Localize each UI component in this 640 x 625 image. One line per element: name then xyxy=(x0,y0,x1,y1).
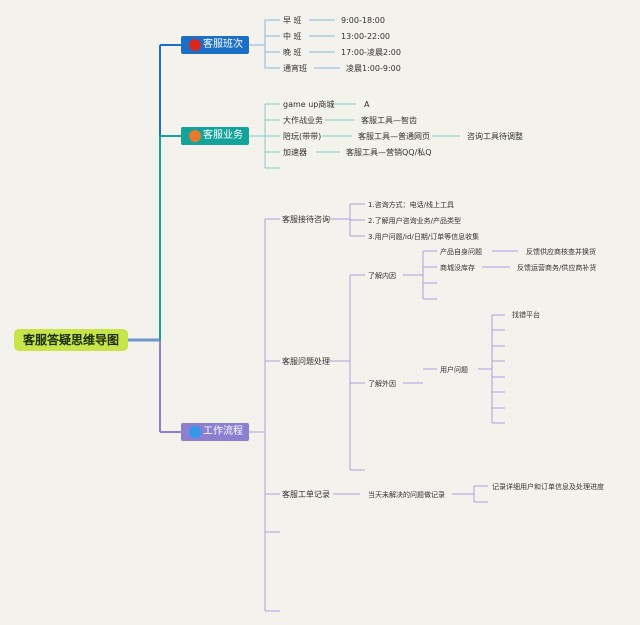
business-detail: 客服工具—智齿 xyxy=(361,116,417,125)
internal-cause-node[interactable]: 了解内因 xyxy=(368,272,396,280)
shift-name[interactable]: 中 班 xyxy=(283,32,302,41)
orange-dot-icon xyxy=(189,130,201,142)
branch-label: 客服班次 xyxy=(203,39,243,50)
branch-label: 客服业务 xyxy=(203,130,243,141)
problem-node[interactable]: 客服问题处理 xyxy=(282,357,330,366)
shift-name[interactable]: 早 班 xyxy=(283,16,302,25)
branch-label: 工作流程 xyxy=(203,426,243,437)
branch-workflow-node[interactable]: 工作流程 xyxy=(181,423,249,441)
shift-time: 凌晨1:00-9:00 xyxy=(346,64,401,73)
internal-cause-item: 商城没库存 xyxy=(440,264,475,272)
reception-item: 1.咨询方式：电话/线上工具 xyxy=(368,201,455,209)
shift-time: 13:00-22:00 xyxy=(341,32,390,41)
business-name[interactable]: 大作战业务 xyxy=(283,116,323,125)
business-name[interactable]: 陪玩(带带) xyxy=(283,132,322,141)
business-detail: 客服工具—普通网页 xyxy=(358,132,430,141)
business-detail: 客服工具—营销QQ/私Q xyxy=(346,148,432,157)
ticket-node[interactable]: 客服工单记录 xyxy=(282,490,330,499)
internal-cause-action: 反馈供应商核查并换货 xyxy=(526,248,596,256)
branch-shift-node[interactable]: 客服班次 xyxy=(181,36,249,54)
shift-time: 17:00-凌晨2:00 xyxy=(341,48,401,57)
reception-item: 2.了解用户咨询业务/产品类型 xyxy=(368,217,462,225)
ticket-sub: 当天未解决的问题做记录 xyxy=(368,491,445,499)
internal-cause-action: 反馈运营商务/供应商补货 xyxy=(517,264,597,272)
reception-node[interactable]: 客服接待咨询 xyxy=(282,215,330,224)
user-issue-node[interactable]: 用户问题 xyxy=(440,366,468,374)
business-detail: A xyxy=(364,100,370,109)
shift-name[interactable]: 通宵班 xyxy=(283,64,307,73)
root-node[interactable]: 客服答疑思维导图 xyxy=(14,329,128,351)
business-note: 咨询工具待调整 xyxy=(467,132,523,141)
external-cause-node[interactable]: 了解外因 xyxy=(368,380,396,388)
user-issue-item: 找错平台 xyxy=(512,311,540,319)
red-dot-icon xyxy=(189,39,201,51)
internal-cause-item: 产品自身问题 xyxy=(440,248,482,256)
blue-dot-icon xyxy=(189,426,201,438)
ticket-detail: 记录详细用户和订单信息及处理进度 xyxy=(492,483,604,491)
business-name[interactable]: game up商城 xyxy=(283,100,335,109)
branch-business-node[interactable]: 客服业务 xyxy=(181,127,249,145)
shift-time: 9:00-18:00 xyxy=(341,16,385,25)
reception-item: 3.用户问题/id/日期/订单等信息收集 xyxy=(368,233,480,241)
business-name[interactable]: 加速器 xyxy=(283,148,307,157)
shift-name[interactable]: 晚 班 xyxy=(283,48,302,57)
